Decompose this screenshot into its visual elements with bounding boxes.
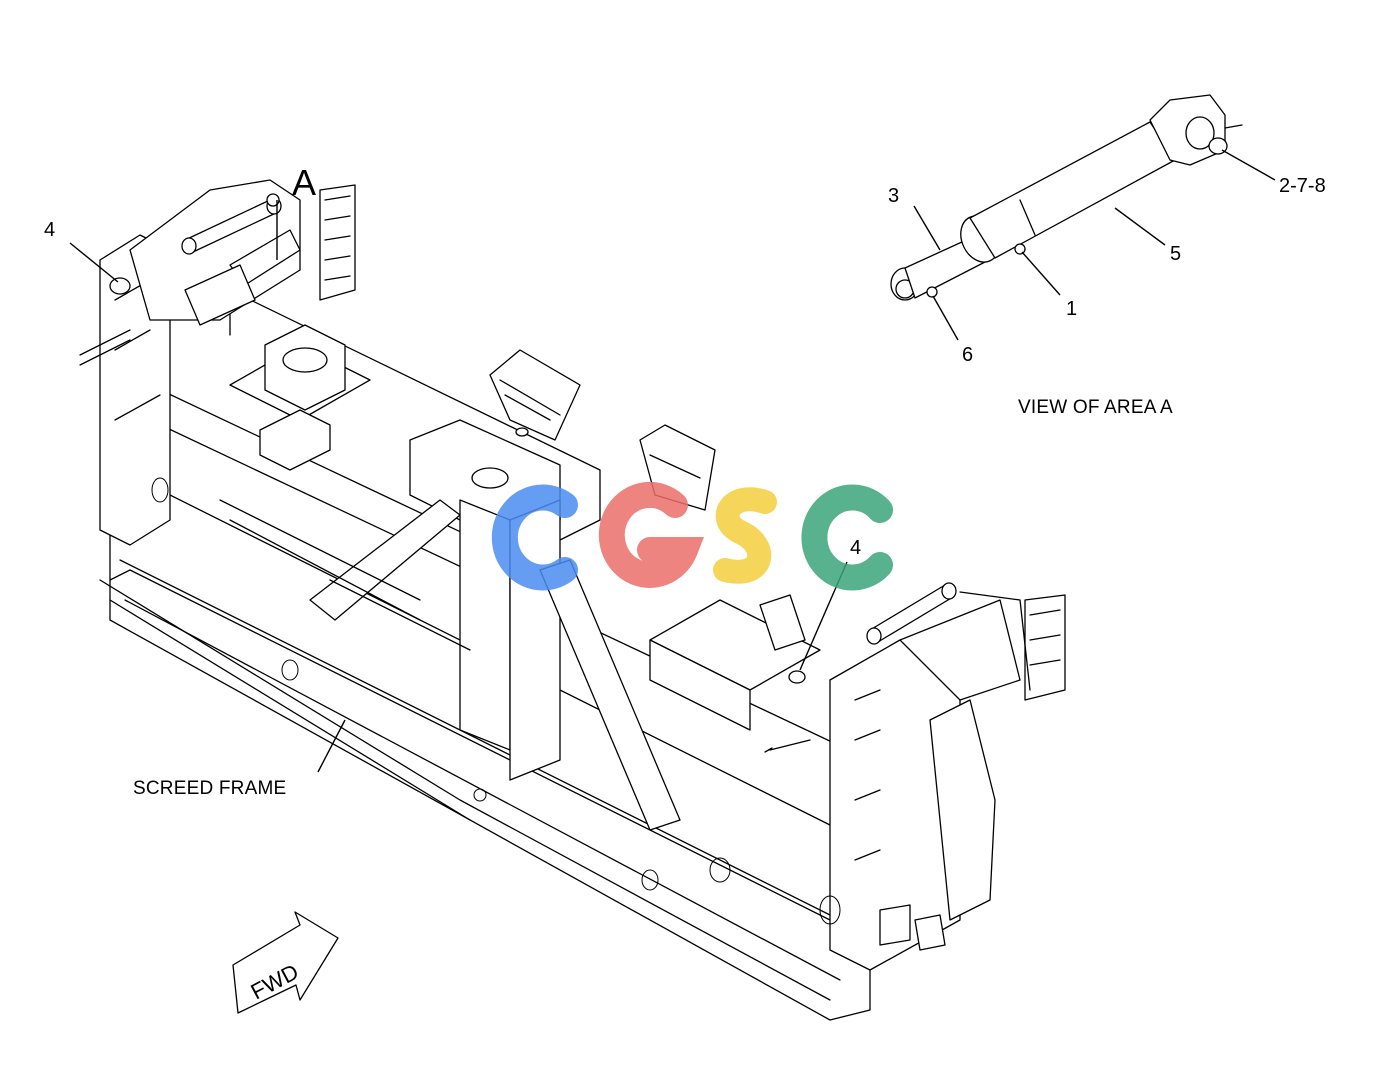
callout-4-right: 4 bbox=[850, 537, 862, 559]
fwd-arrow: FWD bbox=[232, 911, 339, 1014]
callout-5: 5 bbox=[1170, 243, 1182, 265]
watermark-letter-c2 bbox=[801, 484, 893, 591]
watermark-logo bbox=[491, 481, 893, 591]
callout-3: 3 bbox=[888, 185, 900, 207]
watermark-letter-c1 bbox=[491, 484, 578, 591]
callout-2-7-8: 2-7-8 bbox=[1279, 175, 1326, 197]
screed-frame bbox=[79, 179, 1066, 1021]
callout-1: 1 bbox=[1066, 298, 1078, 320]
view-of-area-caption: VIEW OF AREA A bbox=[1018, 397, 1173, 418]
area-a-marker: A bbox=[292, 162, 317, 203]
callout-4-left: 4 bbox=[44, 219, 56, 241]
screed-frame-caption: SCREED FRAME bbox=[133, 778, 287, 799]
leader-lines bbox=[69, 149, 1276, 773]
watermark-letter-g bbox=[598, 481, 705, 588]
watermark-letter-s bbox=[713, 487, 777, 584]
callout-6: 6 bbox=[962, 344, 974, 366]
cylinder-detail-view bbox=[890, 94, 1243, 301]
